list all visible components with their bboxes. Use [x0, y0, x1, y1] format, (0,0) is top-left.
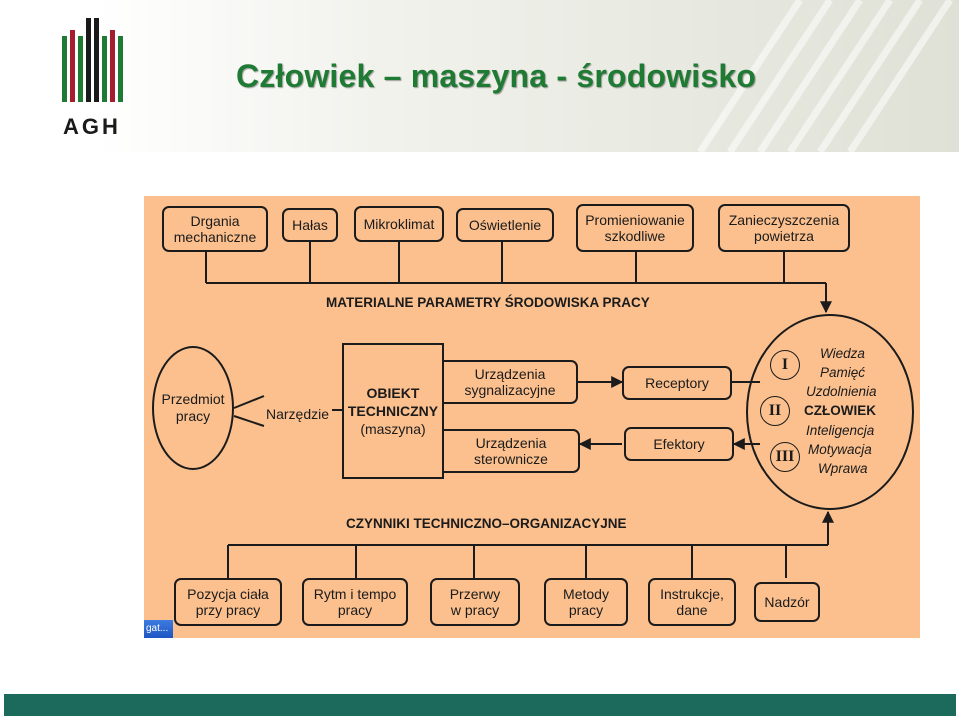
trait-wiedza: Wiedza — [820, 346, 865, 361]
box-instrukcje: Instrukcje, dane — [648, 578, 736, 626]
box-zanieczyszczenia-powietrza: Zanieczyszczenia powietrza — [718, 204, 850, 252]
page-title: Człowiek – maszyna - środowisko — [236, 58, 757, 94]
box-efektory: Efektory — [624, 427, 734, 461]
box-oswietlenie: Oświetlenie — [456, 208, 554, 242]
trait-czlowiek: CZŁOWIEK — [804, 403, 876, 418]
header-czynniki-techniczno-organizacyjne: CZYNNIKI TECHNICZNO–ORGANIZACYJNE — [346, 516, 627, 531]
trait-pamiec: Pamięć — [820, 365, 866, 380]
box-metody: Metody pracy — [544, 578, 628, 626]
box-rytm-i-tempo: Rytm i tempo pracy — [302, 578, 408, 626]
obiekt-line-1: OBIEKT — [366, 385, 420, 401]
ellipse-czlowiek: I II III Wiedza Pamięć Uzdolnienia CZŁOW… — [746, 314, 914, 510]
agh-logo: AGH — [62, 18, 123, 139]
logo-text: AGH — [63, 114, 121, 139]
roman-numeral-i: I — [770, 350, 800, 380]
header-stripes-decoration — [697, 0, 953, 152]
box-halas: Hałas — [282, 208, 338, 242]
trait-wprawa: Wprawa — [818, 461, 868, 476]
trait-motywacja: Motywacja — [808, 442, 872, 457]
box-urzadzenia-sygnalizacyjne: Urządzenia sygnalizacyjne — [444, 360, 578, 404]
box-mikroklimat: Mikroklimat — [354, 206, 444, 242]
box-nadzor: Nadzór — [754, 582, 820, 622]
obiekt-line-3: (maszyna) — [360, 421, 426, 437]
box-obiekt-techniczny: OBIEKT TECHNICZNY (maszyna) — [342, 343, 444, 479]
label-narzedzie: Narzędzie — [266, 406, 330, 422]
box-drgania-mechaniczne: Drgania mechaniczne — [162, 206, 268, 252]
footer-bar — [4, 694, 956, 716]
box-receptory: Receptory — [622, 366, 732, 400]
box-pozycja-ciala: Pozycja ciała przy pracy — [174, 578, 282, 626]
taskbar-fragment: gat... — [144, 620, 173, 638]
trait-inteligencja: Inteligencja — [806, 423, 875, 438]
roman-numeral-iii: III — [770, 442, 800, 472]
diagram-connectors — [205, 242, 834, 578]
box-promieniowanie-szkodliwe: Promieniowanie szkodliwe — [576, 204, 694, 252]
box-przerwy: Przerwy w pracy — [430, 578, 520, 626]
human-machine-environment-diagram: Drgania mechaniczne Hałas Mikroklimat Oś… — [144, 196, 920, 638]
box-urzadzenia-sterownicze: Urządzenia sterownicze — [444, 429, 580, 473]
obiekt-line-2: TECHNICZNY — [347, 403, 439, 419]
roman-numeral-ii: II — [760, 396, 790, 426]
trait-uzdolnienia: Uzdolnienia — [806, 384, 877, 399]
slide-header: AGH Człowiek – maszyna - środowisko — [0, 0, 959, 152]
header-materialne-parametry: MATERIALNE PARAMETRY ŚRODOWISKA PRACY — [326, 295, 650, 310]
ellipse-przedmiot-pracy: Przedmiot pracy — [152, 346, 234, 470]
